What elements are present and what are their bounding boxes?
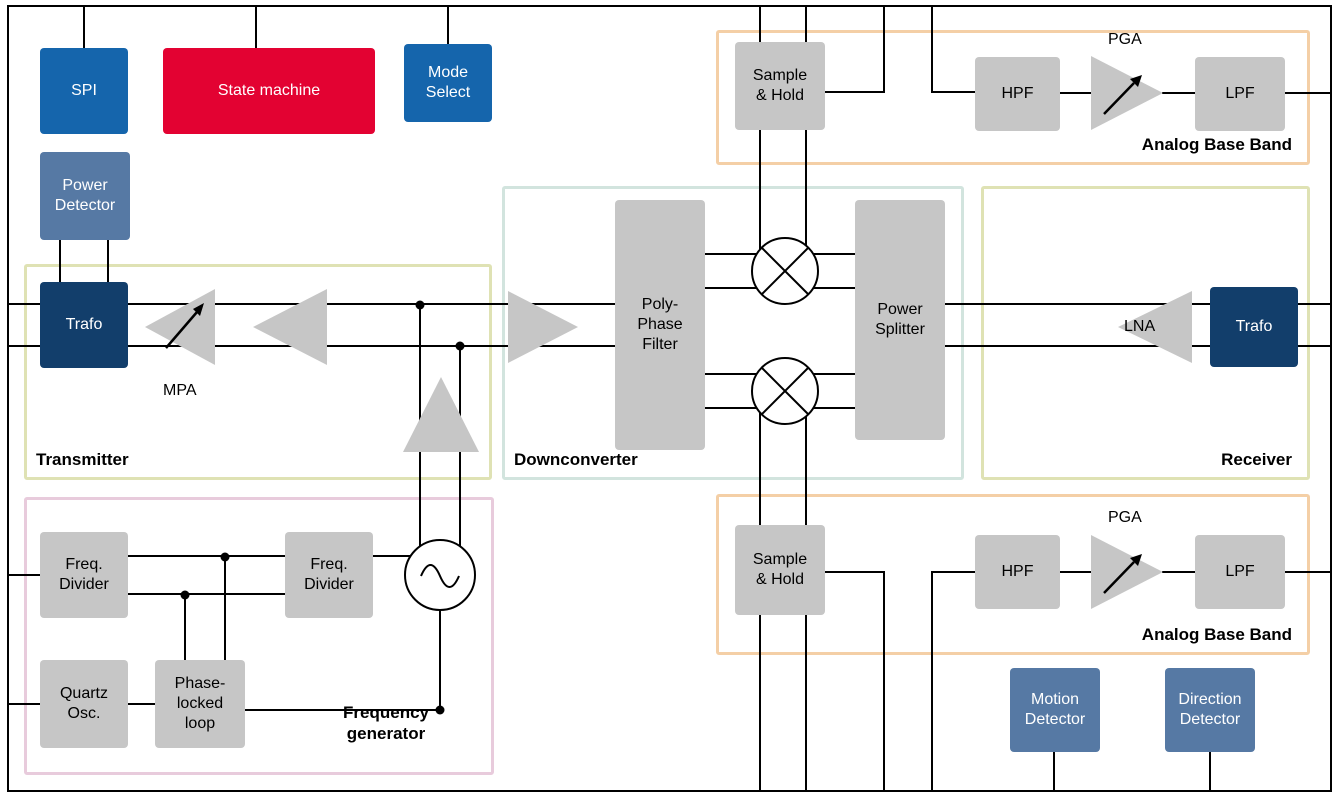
direction-detector-block: Direction Detector	[1165, 668, 1255, 752]
gain-arrow-head	[1130, 554, 1142, 566]
receiver-group: Receiver	[981, 186, 1310, 480]
lna-label: LNA	[1124, 318, 1156, 335]
rx-trafo-block: Trafo	[1210, 287, 1298, 367]
spi-block: SPI	[40, 48, 128, 134]
state-machine-block: State machine	[163, 48, 375, 134]
freq-divider-1-block: Freq. Divider	[40, 532, 128, 618]
poly-phase-filter-block: Poly- Phase Filter	[615, 200, 705, 450]
mixer-bottom-icon	[751, 357, 819, 425]
lpf-top-block: LPF	[1195, 57, 1285, 131]
pga-bottom-label: PGA	[1108, 509, 1142, 526]
downconverter-input-amplifier-triangle	[508, 291, 578, 363]
analog-base-band-bottom-label: Analog Base Band	[1141, 624, 1292, 644]
freq-divider-2-block: Freq. Divider	[285, 532, 373, 618]
lpf-bottom-block: LPF	[1195, 535, 1285, 609]
power-detector-block: Power Detector	[40, 152, 130, 240]
pga-bottom-amplifier-triangle	[1091, 535, 1163, 609]
frequency-generator-group-label: Frequency generator	[343, 702, 429, 743]
vco-buffer-amplifier-triangle	[403, 377, 479, 452]
lna-amplifier-triangle	[1118, 291, 1192, 363]
analog-base-band-top-group: Analog Base Band	[716, 30, 1310, 165]
analog-base-band-bottom-group: Analog Base Band	[716, 494, 1310, 655]
junction-dot	[435, 705, 445, 715]
sample-hold-bottom-block: Sample & Hold	[735, 525, 825, 615]
downconverter-group-label: Downconverter	[514, 449, 638, 469]
tx-trafo-block: Trafo	[40, 282, 128, 368]
pga-top-amplifier-triangle	[1091, 56, 1163, 130]
mpa-amplifier-triangle	[145, 289, 215, 365]
gain-arrow	[1103, 82, 1135, 115]
mode-select-block: Mode Select	[404, 44, 492, 122]
chip-outline	[7, 5, 1332, 792]
junction-dots	[180, 300, 465, 715]
downconverter-group: Downconverter	[502, 186, 964, 480]
tx-amplifier-triangle	[253, 289, 327, 365]
junction-dot	[220, 552, 230, 562]
junction-dot	[415, 300, 425, 310]
mixer-top-icon	[751, 237, 819, 305]
hpf-bottom-block: HPF	[975, 535, 1060, 609]
gain-arrow	[165, 311, 198, 349]
hpf-top-block: HPF	[975, 57, 1060, 131]
junction-dot	[455, 341, 465, 351]
receiver-group-label: Receiver	[1221, 449, 1292, 469]
transmitter-group: Transmitter	[24, 264, 492, 480]
gain-arrow-head	[1130, 75, 1142, 87]
analog-base-band-top-label: Analog Base Band	[1141, 134, 1292, 154]
transmitter-group-label: Transmitter	[36, 449, 129, 469]
pll-block: Phase- locked loop	[155, 660, 245, 748]
power-splitter-block: Power Splitter	[855, 200, 945, 440]
gain-arrow-head	[193, 303, 204, 316]
pga-top-label: PGA	[1108, 31, 1142, 48]
motion-detector-block: Motion Detector	[1010, 668, 1100, 752]
mpa-label: MPA	[163, 382, 197, 399]
junction-dot	[180, 590, 190, 600]
gain-arrow	[1103, 561, 1135, 594]
frequency-generator-group: Frequency generator	[24, 497, 494, 775]
quartz-osc-block: Quartz Osc.	[40, 660, 128, 748]
oscillator-icon	[404, 539, 476, 611]
sample-hold-top-block: Sample & Hold	[735, 42, 825, 130]
